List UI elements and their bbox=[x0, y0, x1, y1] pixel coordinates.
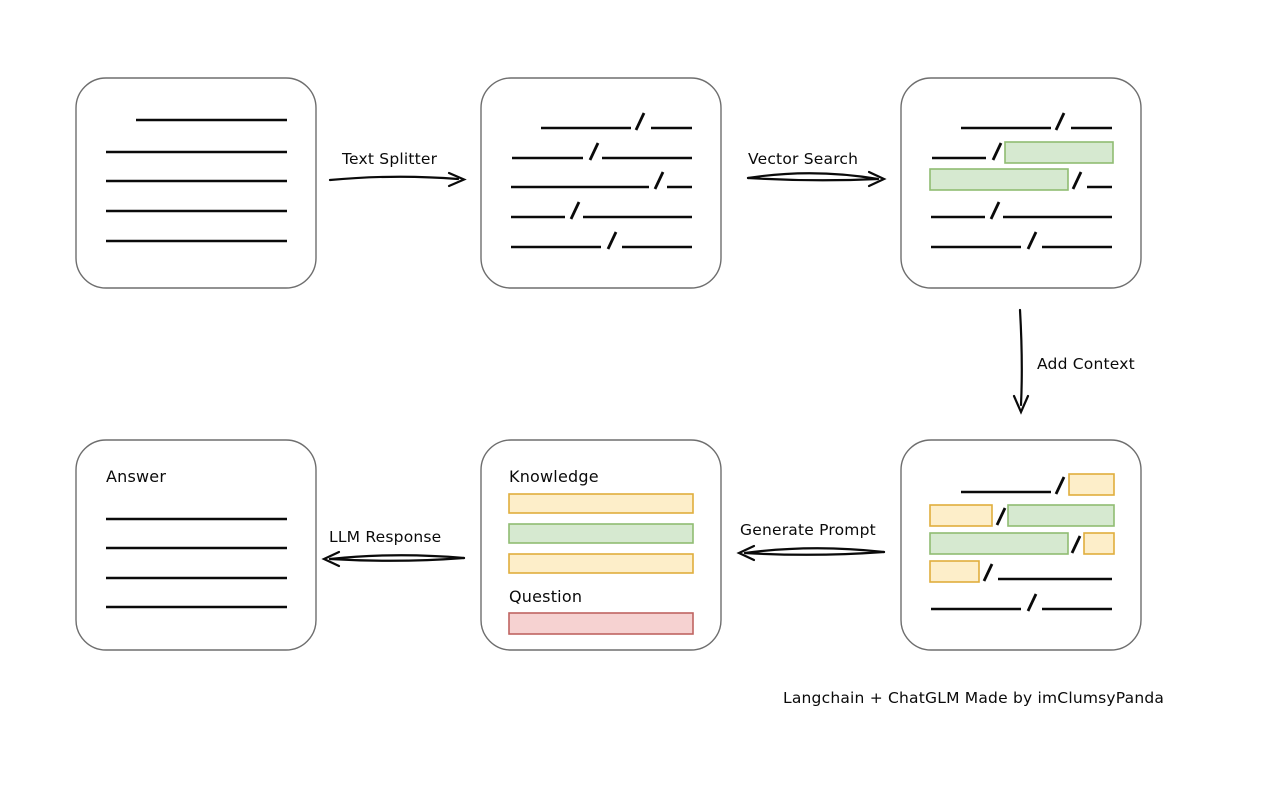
slash-separator bbox=[995, 507, 1007, 526]
slash-separator bbox=[1054, 112, 1066, 131]
edge-label-vector-search: Vector Search bbox=[748, 150, 858, 168]
arrow-head-icon bbox=[447, 171, 467, 188]
slash-separator bbox=[1026, 593, 1038, 612]
slash-separator bbox=[569, 201, 581, 220]
slash-separator bbox=[989, 201, 1001, 220]
edge-label-llm-response: LLM Response bbox=[329, 528, 441, 546]
source-document-lines bbox=[106, 118, 287, 243]
edge-text-splitter: Text Splitter bbox=[328, 150, 467, 188]
prompt-frame bbox=[480, 439, 722, 651]
arrow-head-icon bbox=[736, 544, 756, 562]
answer-node[interactable]: Answer bbox=[75, 439, 317, 651]
source-document-node[interactable] bbox=[75, 77, 317, 289]
context-chunk bbox=[929, 560, 980, 583]
knowledge-bar bbox=[508, 553, 694, 574]
slash-separator bbox=[653, 171, 665, 190]
question-label: Question bbox=[509, 587, 582, 606]
arrow-shaft bbox=[743, 547, 886, 555]
slash-separator bbox=[982, 563, 994, 582]
edge-label-add-context: Add Context bbox=[1037, 355, 1135, 373]
context-document-node[interactable] bbox=[900, 439, 1142, 651]
arrow-shaft-second bbox=[328, 556, 466, 562]
arrow-shaft bbox=[328, 554, 466, 561]
edge-label-generate-prompt: Generate Prompt bbox=[740, 521, 876, 539]
split-document-node[interactable] bbox=[480, 77, 722, 289]
context-document-lines bbox=[929, 473, 1115, 612]
slash-separator bbox=[588, 142, 600, 161]
edge-generate-prompt: Generate Prompt bbox=[736, 521, 886, 562]
split-document-frame bbox=[480, 77, 722, 289]
prompt-node[interactable]: Knowledge Question bbox=[480, 439, 722, 651]
arrow-head-icon bbox=[321, 550, 341, 568]
arrow-head-icon bbox=[1012, 394, 1030, 415]
matched-chunk bbox=[1004, 141, 1114, 164]
arrow-shaft-second bbox=[746, 176, 880, 182]
answer-frame bbox=[75, 439, 317, 651]
arrow-shaft bbox=[328, 175, 460, 182]
context-chunk bbox=[929, 504, 993, 527]
knowledge-label: Knowledge bbox=[509, 467, 599, 486]
diagram-caption: Langchain + ChatGLM Made by imClumsyPand… bbox=[783, 689, 1164, 707]
slash-separator bbox=[1054, 476, 1066, 495]
slash-separator bbox=[606, 231, 618, 250]
arrow-shaft bbox=[746, 172, 880, 181]
slash-separator bbox=[1070, 535, 1082, 554]
edge-vector-search: Vector Search bbox=[746, 150, 887, 188]
matched-document-lines bbox=[929, 112, 1114, 250]
knowledge-bar bbox=[508, 493, 694, 514]
source-document-frame bbox=[75, 77, 317, 289]
arrow-shaft-second bbox=[743, 550, 886, 556]
answer-lines bbox=[106, 517, 287, 609]
context-chunk bbox=[1083, 532, 1115, 555]
answer-title: Answer bbox=[106, 467, 166, 486]
arrow-shaft bbox=[1018, 308, 1023, 407]
knowledge-bar bbox=[508, 523, 694, 544]
matched-document-node[interactable] bbox=[900, 77, 1142, 289]
question-bar bbox=[508, 612, 694, 635]
slash-separator bbox=[1071, 171, 1083, 190]
edge-add-context: Add Context bbox=[1012, 308, 1135, 415]
arrow-head-icon bbox=[867, 170, 887, 188]
context-chunk bbox=[1068, 473, 1115, 496]
context-chunk bbox=[1007, 504, 1115, 527]
split-document-lines bbox=[511, 112, 692, 250]
edge-llm-response: LLM Response bbox=[321, 528, 466, 568]
slash-separator bbox=[634, 112, 646, 131]
context-chunk bbox=[929, 532, 1069, 555]
edge-label-text-splitter: Text Splitter bbox=[341, 150, 438, 168]
slash-separator bbox=[1026, 231, 1038, 250]
matched-chunk bbox=[929, 168, 1069, 191]
slash-separator bbox=[991, 142, 1003, 161]
